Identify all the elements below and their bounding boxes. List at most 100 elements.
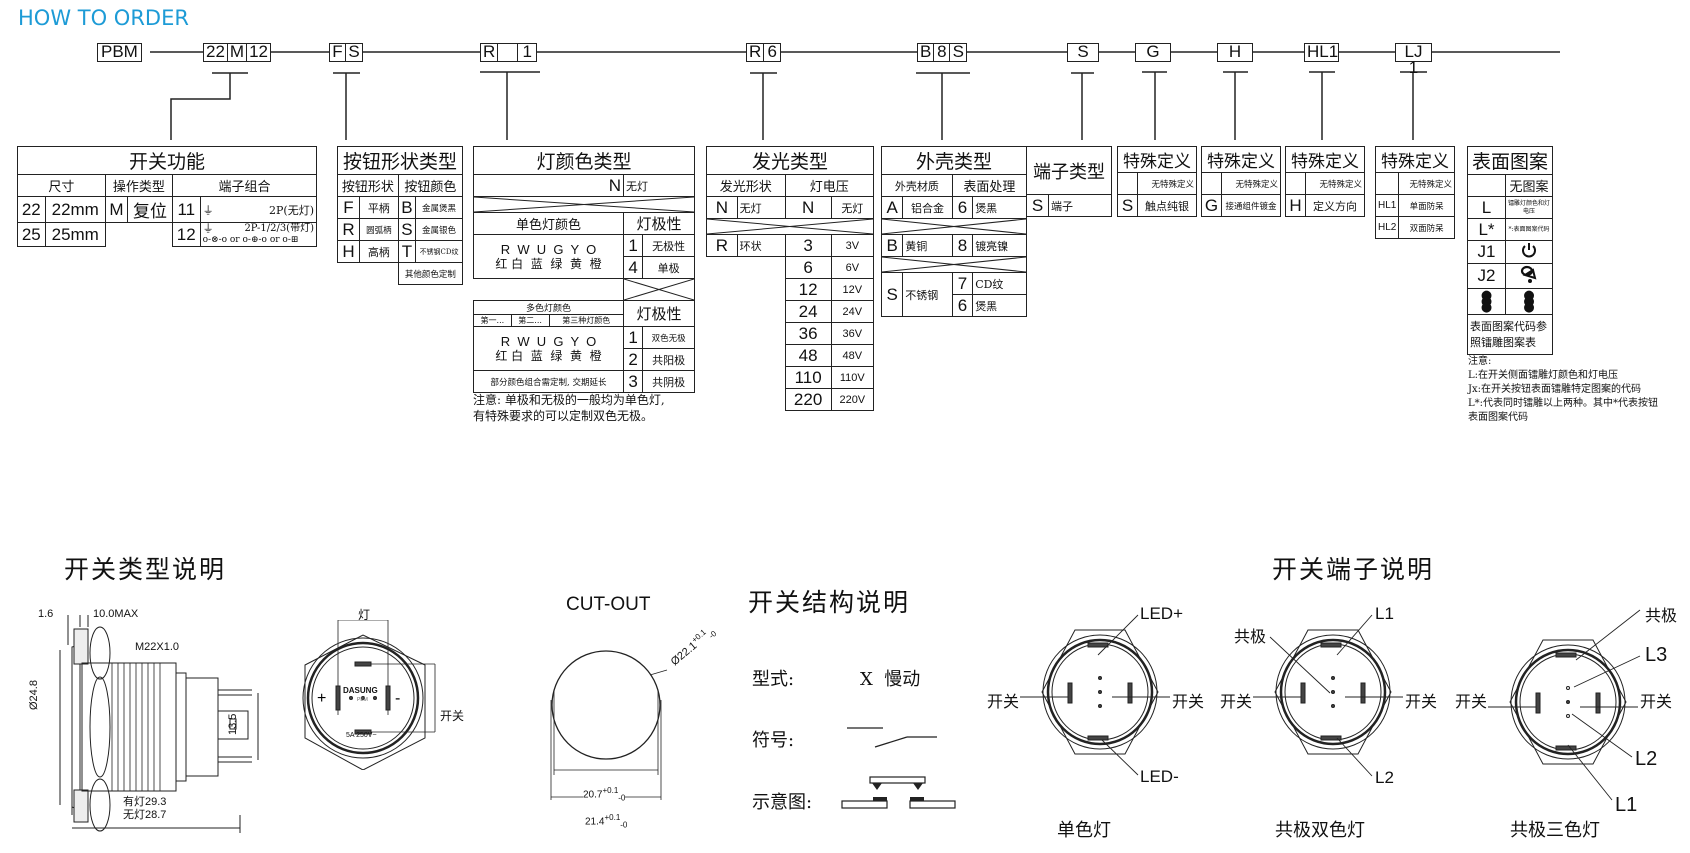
header-material: 外壳材质 [881,174,953,197]
polarity-code: 4 [622,256,644,279]
polarity-label: 共阴极 [642,370,695,393]
side-view-drawing [59,615,259,833]
pattern-code: L [1467,196,1506,219]
common-pole-label: 共极 [1645,606,1678,625]
voltage-label: 24V [830,300,875,323]
pattern-code: L* [1467,218,1506,241]
finish-code: 6 [951,196,974,219]
polarity-label: 无极性 [642,234,695,257]
voltage-code: 36 [784,322,832,345]
terminal-label: 端子 [1048,194,1112,217]
led-color-table: 灯颜色类型 N 无灯 单色灯颜色 灯极性 R W U G Y O 红 白 蓝 绿… [473,146,695,393]
more-dots-icon: ●●● [1505,288,1553,315]
single-color-list: R W U G Y O 红 白 蓝 绿 黄 橙 [473,234,624,279]
l1-label: L1 [1615,794,1638,816]
size-value: 25mm [44,222,106,247]
voltage-label: 110V [830,366,875,389]
voltage-code: 3 [784,234,832,257]
voltage-code: 12 [784,278,832,301]
housing-type-title: 外壳类型 [881,146,1027,175]
shape-label: 环状 [736,234,786,257]
single-polarity-title: 灯极性 [623,212,695,235]
brand-logo: DASUNG [343,686,378,695]
shape-label: 圆弧柄 [358,218,399,241]
special-def-code: H [1285,194,1306,217]
no-light-code: N [473,174,624,197]
single-color-title: 单色灯颜色 [473,212,624,235]
special-def-code: HL2 [1374,216,1400,239]
cutout-width-inner: 20.7+0.1-0 [583,786,626,803]
shape-code: R [337,218,360,241]
special-def-none: 无特殊定义 [1137,172,1197,195]
front-view-drawing: + - [302,620,436,770]
special-def-label: 接通组件镀金 [1221,194,1281,217]
header-operation: 操作类型 [104,174,173,197]
no-light-label: 无灯 [623,174,695,197]
finish-label: CD纹 [972,272,1027,295]
led-minus-label: LED- [1140,767,1179,786]
code-special-4: HL1 [1304,43,1339,62]
multi-polarity-title: 灯极性 [623,300,695,327]
minus-icon: - [395,690,400,707]
switch-function-table: 开关功能 尺寸 操作类型 端子组合 22 22mm M 复位 11 ⏚ 2P(无… [17,146,318,247]
header-terminal: 端子组合 [171,174,318,197]
front-lamp-label: 灯 [358,608,371,622]
terminal-section-title: 开关端子说明 [1272,555,1435,584]
symbol-label: 符号: [752,730,795,751]
terminal-code: S [1026,194,1049,217]
lighting-type-title: 发光类型 [706,146,874,175]
material-label: 铝合金 [902,196,953,219]
switch-label-right: 开关 [1172,692,1205,711]
switch-function-title: 开关功能 [17,146,317,175]
front-switch-label: 开关 [440,709,465,723]
button-shape-footer: 其他颜色定制 [397,262,464,285]
l2-label: L2 [1375,768,1394,787]
material-code: A [880,196,904,219]
model-label: PBM [357,697,368,703]
switch-label-left: 开关 [1220,692,1253,711]
terminal-type-title: 端子类型 [1026,146,1112,195]
polarity-label: 双色无极 [642,326,695,349]
finish-label: 煲黑 [972,196,1027,219]
special-def-code: G [1201,194,1222,217]
color-code: S [397,218,417,241]
multi-color-header: 多色灯颜色 第一... 第二... 第三种灯颜色 [473,300,624,327]
common-pole-label: 共极 [1234,627,1267,646]
caption-dual: 共极双色灯 [1275,820,1365,841]
l1-label: L1 [1375,604,1394,623]
shape-label: 平柄 [358,196,399,219]
special-def-code: HL1 [1374,194,1400,217]
term-code: 12 [171,222,201,247]
type-label: 型式: [752,669,795,690]
special-def-title: 特殊定义 [1375,146,1455,173]
type-value: X 慢动 [860,669,921,690]
code-special-2: G [1135,43,1171,62]
voltage-label: 3V [830,234,875,257]
header-color: 按钮颜色 [397,174,464,197]
material-code: B [880,234,904,257]
switch-label-left: 开关 [987,692,1020,711]
table-row: 25 25mm 12 ⏚2P-1/2/3(带灯) o-⊗-o or o-⊕-o … [17,222,318,247]
color-code: B [397,196,417,219]
special-def-code: S [1117,194,1138,217]
header-light-shape: 发光形状 [706,174,786,197]
dim-length-lit: 有灯29.3 [123,796,167,808]
pattern-code: J1 [1467,240,1506,264]
dim-thread: M22X1.0 [135,641,180,653]
structure-title: 开关结构说明 [748,588,911,617]
polarity-code: 1 [622,326,644,349]
header-finish: 表面处理 [951,174,1028,197]
voltage-code: N [784,196,832,219]
voltage-code: 48 [784,344,832,367]
special-def-label: 触点纯银 [1137,194,1197,217]
caption-triple: 共极三色灯 [1510,820,1600,841]
led-plus-label: LED+ [1140,604,1183,623]
term-value: ⏚2P-1/2/3(带灯) o-⊗-o or o-⊕-o or o-⊞ [199,222,318,247]
special-def-title: 特殊定义 [1285,146,1365,173]
voltage-label: 36V [830,322,875,345]
header-shape: 按钮形状 [337,174,399,197]
